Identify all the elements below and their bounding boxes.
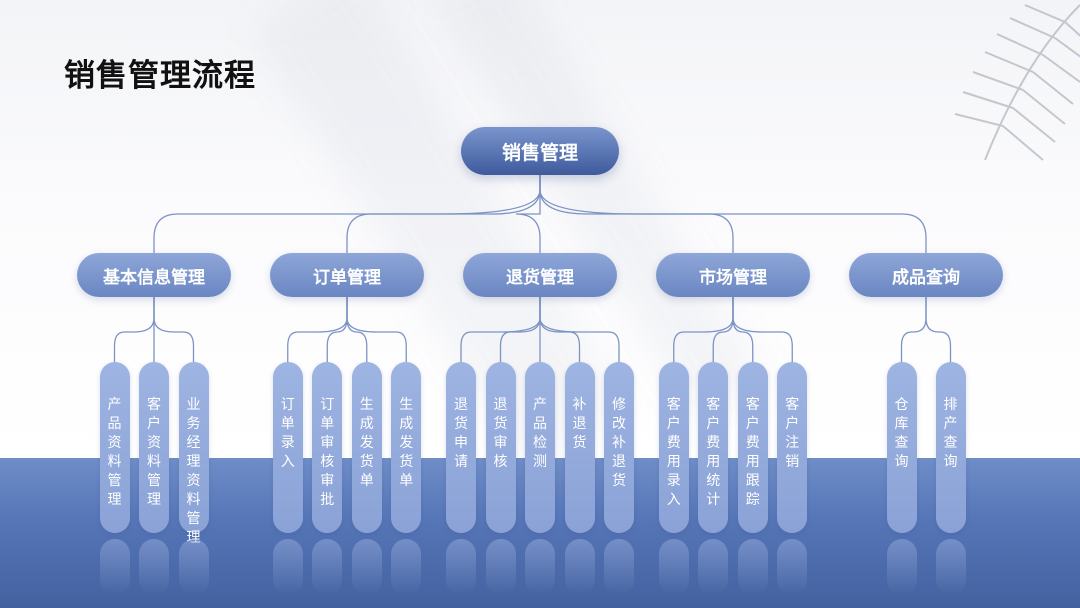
item-reflection <box>777 539 808 595</box>
process-item[interactable]: 客 户 注 销 <box>777 362 808 533</box>
item-reflection <box>886 539 917 595</box>
category-to-item-line <box>925 297 952 362</box>
process-item[interactable]: 客 户 费 用 统 计 <box>698 362 729 533</box>
item-reflection <box>564 539 595 595</box>
process-item-label: 排 产 查 询 <box>943 397 958 470</box>
process-item[interactable]: 客 户 资 料 管 理 <box>139 362 169 533</box>
process-item[interactable]: 订 单 审 核 审 批 <box>312 362 343 533</box>
process-item[interactable]: 客 户 费 用 录 入 <box>658 362 689 533</box>
process-item-label: 产 品 资 料 管 理 <box>107 397 122 508</box>
category-to-item-line <box>326 297 348 362</box>
item-reflection <box>737 539 768 595</box>
item-reflection <box>178 539 209 595</box>
process-item[interactable]: 客 户 费 用 跟 踪 <box>737 362 768 533</box>
category-to-item-line <box>712 297 734 362</box>
item-reflection <box>604 539 634 595</box>
process-item-label: 订 单 录 入 <box>280 397 295 470</box>
process-item-label: 客 户 费 用 跟 踪 <box>745 397 760 508</box>
process-item-label: 生 成 发 货 单 <box>359 397 374 489</box>
process-item-label: 生 成 发 货 单 <box>399 397 414 489</box>
category-node[interactable]: 成品查询 <box>849 253 1003 297</box>
process-item-label: 客 户 费 用 录 入 <box>666 397 681 508</box>
process-item-label: 客 户 注 销 <box>785 397 800 470</box>
category-to-item-line <box>539 297 620 362</box>
category-node[interactable]: 订单管理 <box>270 253 424 297</box>
process-item-label: 业 务 经 理 资 料 管 理 <box>186 397 201 546</box>
process-item-label: 修 改 补 退 货 <box>612 397 626 489</box>
item-reflection <box>525 539 555 595</box>
process-item[interactable]: 排 产 查 询 <box>935 362 966 533</box>
process-item-label: 产 品 检 测 <box>533 397 547 470</box>
category-to-item-line <box>732 297 793 362</box>
category-to-item-line <box>346 297 407 362</box>
process-item[interactable]: 生 成 发 货 单 <box>351 362 382 533</box>
item-reflection <box>698 539 729 595</box>
item-reflection <box>99 539 130 595</box>
category-node[interactable]: 退货管理 <box>463 253 617 297</box>
item-reflection <box>312 539 343 595</box>
item-reflection <box>272 539 303 595</box>
process-item-label: 客 户 费 用 统 计 <box>706 397 721 508</box>
process-item[interactable]: 仓 库 查 询 <box>886 362 917 533</box>
root-node-sales-management[interactable]: 销售管理 <box>461 127 619 175</box>
item-reflection <box>485 539 516 595</box>
category-to-item-line <box>113 297 155 362</box>
process-item-label: 客 户 资 料 管 理 <box>147 397 161 508</box>
page-title: 销售管理流程 <box>64 58 256 94</box>
process-item[interactable]: 退 货 审 核 <box>485 362 516 533</box>
process-item[interactable]: 补 退 货 <box>564 362 595 533</box>
process-item-label: 补 退 货 <box>572 397 587 451</box>
process-item[interactable]: 修 改 补 退 货 <box>604 362 634 533</box>
category-to-item-line <box>499 297 541 362</box>
category-node[interactable]: 市场管理 <box>656 253 810 297</box>
category-node[interactable]: 基本信息管理 <box>77 253 231 297</box>
item-reflection <box>139 539 169 595</box>
category-to-item-line <box>539 297 581 362</box>
process-item[interactable]: 业 务 经 理 资 料 管 理 <box>178 362 209 546</box>
item-reflection <box>658 539 689 595</box>
category-to-item-line <box>900 297 927 362</box>
process-item[interactable]: 订 单 录 入 <box>272 362 303 533</box>
category-to-item-line <box>673 297 734 362</box>
process-item-label: 仓 库 查 询 <box>894 397 909 470</box>
process-item[interactable]: 产 品 资 料 管 理 <box>99 362 130 533</box>
process-item-label: 退 货 申 请 <box>454 397 468 470</box>
category-to-item-line <box>460 297 541 362</box>
category-to-item-line <box>732 297 754 362</box>
category-to-item-line <box>346 297 368 362</box>
process-item[interactable]: 生 成 发 货 单 <box>391 362 422 533</box>
item-reflection <box>935 539 966 595</box>
item-reflection <box>446 539 476 595</box>
process-item[interactable]: 产 品 检 测 <box>525 362 555 533</box>
category-to-item-line <box>287 297 348 362</box>
palm-leaf-icon <box>954 4 1080 161</box>
root-to-category-line <box>515 175 541 253</box>
root-to-category-line <box>346 175 541 253</box>
root-to-category-line <box>539 175 734 253</box>
process-item-label: 订 单 审 核 审 批 <box>320 397 335 508</box>
item-reflection <box>351 539 382 595</box>
process-item-label: 退 货 审 核 <box>493 397 508 470</box>
item-reflection <box>391 539 422 595</box>
category-to-item-line <box>153 297 195 362</box>
root-to-category-line <box>539 175 927 253</box>
process-item[interactable]: 退 货 申 请 <box>446 362 476 533</box>
